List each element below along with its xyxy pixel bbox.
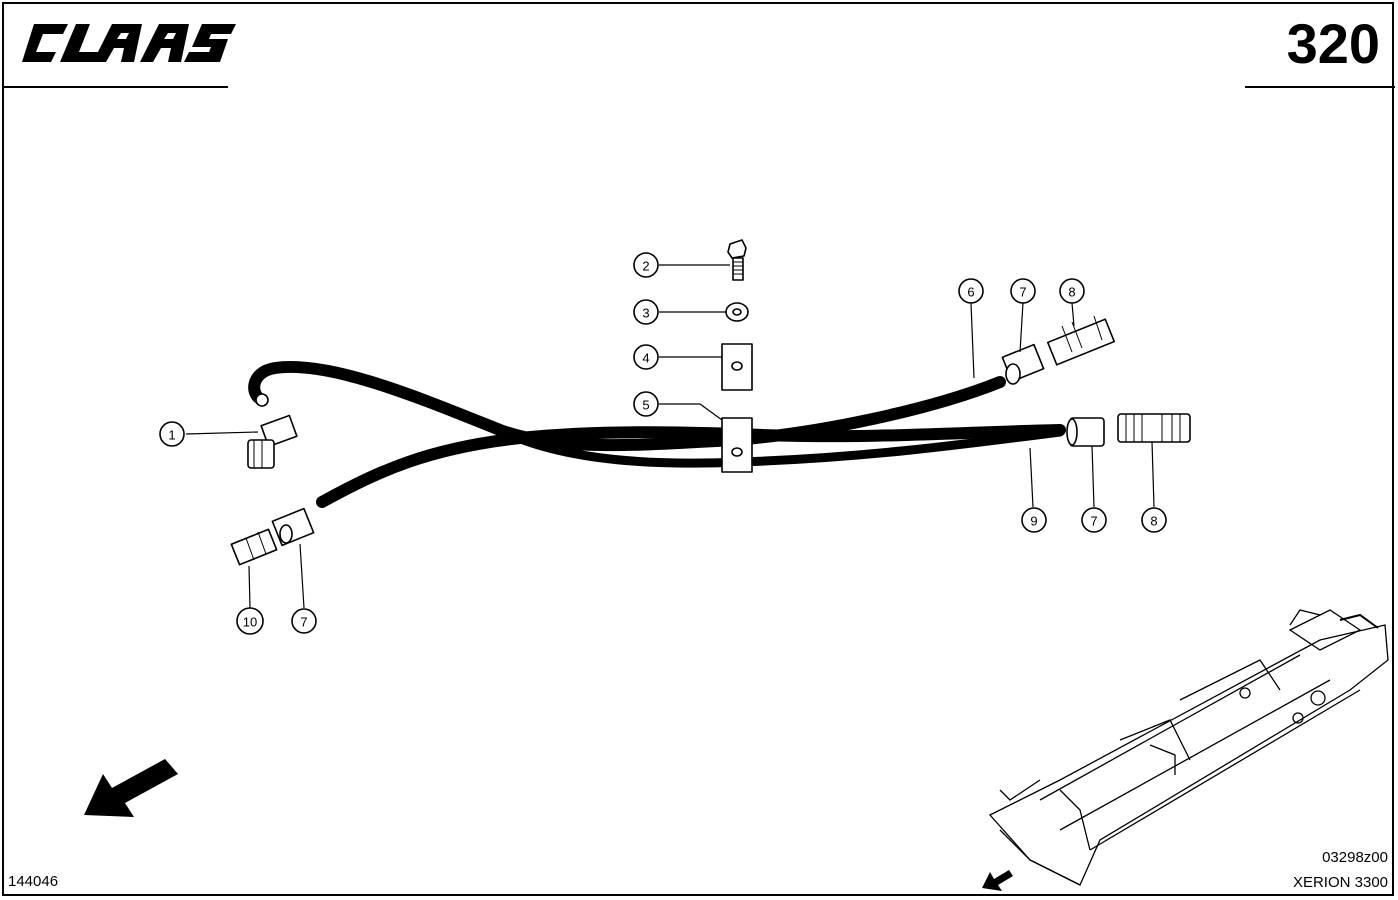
connector-upper bbox=[1046, 315, 1116, 366]
svg-text:7: 7 bbox=[1090, 514, 1097, 529]
svg-text:2: 2 bbox=[642, 259, 649, 274]
page-number: 320 bbox=[1286, 12, 1380, 75]
doc-id: 144046 bbox=[8, 873, 59, 890]
callout-5: 5 bbox=[633, 391, 659, 417]
callout-8-upper: 8 bbox=[1059, 278, 1085, 304]
callout-7-right: 7 bbox=[1081, 507, 1107, 533]
svg-text:5: 5 bbox=[642, 398, 649, 413]
elbow-fitting bbox=[247, 414, 298, 469]
hose-upper-end bbox=[255, 393, 269, 407]
svg-text:7: 7 bbox=[1019, 285, 1026, 300]
svg-text:8: 8 bbox=[1068, 285, 1075, 300]
svg-text:9: 9 bbox=[1030, 514, 1037, 529]
callout-4: 4 bbox=[633, 344, 659, 370]
washer bbox=[725, 302, 749, 322]
callout-1: 1 bbox=[159, 421, 185, 447]
svg-text:10: 10 bbox=[243, 615, 257, 630]
clamp-half bbox=[721, 343, 753, 391]
callout-9: 9 bbox=[1021, 507, 1047, 533]
callout-2: 2 bbox=[633, 252, 659, 278]
svg-text:3: 3 bbox=[642, 306, 649, 321]
svg-text:8: 8 bbox=[1150, 514, 1157, 529]
callout-6: 6 bbox=[958, 278, 984, 304]
svg-text:4: 4 bbox=[642, 351, 649, 366]
overview-arrow-icon bbox=[982, 870, 1013, 891]
leader-lines bbox=[185, 264, 1155, 609]
adapter bbox=[230, 528, 278, 566]
nut-right bbox=[1066, 417, 1105, 447]
callout-7-upper: 7 bbox=[1010, 278, 1036, 304]
svg-text:6: 6 bbox=[967, 285, 974, 300]
hose-clamp bbox=[721, 417, 753, 473]
svg-text:1: 1 bbox=[168, 428, 175, 443]
callout-3: 3 bbox=[633, 299, 659, 325]
nut-upper bbox=[1001, 343, 1045, 385]
model-name: XERION 3300 bbox=[1292, 874, 1388, 891]
header-rule-left bbox=[2, 86, 228, 88]
callout-10: 10 bbox=[236, 607, 264, 635]
drawing-id: 03298z00 bbox=[1322, 849, 1388, 866]
svg-text:7: 7 bbox=[300, 615, 307, 630]
connector-right bbox=[1117, 413, 1191, 443]
bolt bbox=[727, 239, 747, 281]
nut-left bbox=[271, 507, 315, 547]
callout-7-left: 7 bbox=[291, 608, 317, 634]
claas-logo bbox=[22, 24, 236, 62]
header-rule-right bbox=[1245, 86, 1395, 88]
arrow-down-left-icon bbox=[84, 759, 178, 817]
hose-lower-inner bbox=[318, 426, 1064, 506]
callout-8-right: 8 bbox=[1141, 507, 1167, 533]
chassis-overview bbox=[988, 609, 1389, 886]
